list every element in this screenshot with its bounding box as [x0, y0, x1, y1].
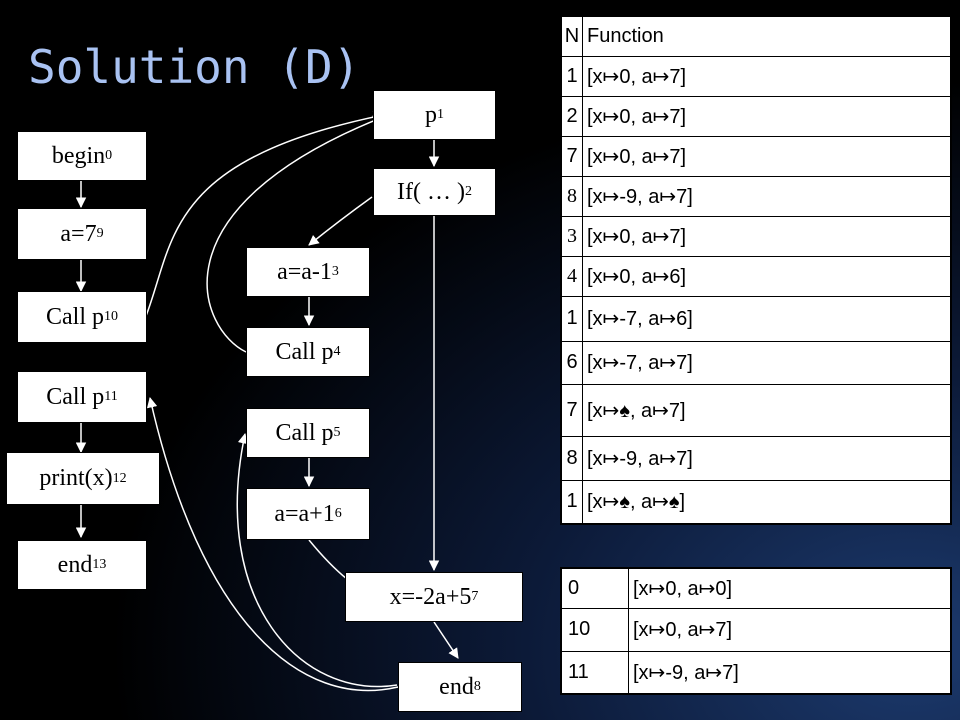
table-row: 2 [x↦0, a↦7] [560, 95, 952, 137]
row-function: [x↦0, a↦7] [628, 607, 952, 652]
table-row: 6 [x↦-7, a↦7] [560, 340, 952, 385]
table-header-row: N Function [560, 15, 952, 57]
row-function: [x↦♠, a↦♠] [582, 479, 952, 525]
row-function: [x↦0, a↦6] [582, 255, 952, 297]
row-n: 3 [560, 215, 583, 257]
node-print: print(x)12 [6, 452, 160, 505]
row-function: [x↦♠, a↦7] [582, 383, 952, 437]
row-n: 0 [560, 567, 629, 609]
row-function: [x↦0, a↦7] [582, 135, 952, 177]
edge-x7-end8 [433, 621, 459, 659]
table-row: 1 [x↦-7, a↦6] [560, 295, 952, 342]
header-n: N [560, 15, 583, 57]
table-row: 8 [x↦-9, a↦7] [560, 175, 952, 217]
row-n: 1 [560, 295, 583, 342]
table-row: 1 [x↦♠, a↦♠] [560, 479, 952, 525]
header-function: Function [582, 15, 952, 57]
edge-end8-callp11 [146, 396, 399, 692]
row-function: [x↦0, a↦7] [582, 215, 952, 257]
edge-callp4-p1 [206, 115, 384, 353]
row-n: 10 [560, 607, 629, 652]
row-n: 7 [560, 135, 583, 177]
node-if-2: If( … )2 [373, 168, 496, 216]
edge-if-aminus [308, 196, 373, 246]
row-n: 2 [560, 95, 583, 137]
table-row: 7 [x↦♠, a↦7] [560, 383, 952, 437]
row-n: 11 [560, 650, 629, 695]
table-row: 3 [x↦0, a↦7] [560, 215, 952, 257]
row-function: [x↦-7, a↦6] [582, 295, 952, 342]
row-n: 1 [560, 479, 583, 525]
row-function: [x↦-7, a↦7] [582, 340, 952, 385]
row-function: [x↦-9, a↦7] [582, 435, 952, 481]
row-n: 7 [560, 383, 583, 437]
row-function: [x↦-9, a↦7] [582, 175, 952, 217]
row-n: 4 [560, 255, 583, 297]
row-n: 1 [560, 55, 583, 97]
row-n: 6 [560, 340, 583, 385]
table-row: 1 [x↦0, a↦7] [560, 55, 952, 97]
table-row: 11 [x↦-9, a↦7] [560, 650, 952, 695]
summary-table: 0 [x↦0, a↦0] 10 [x↦0, a↦7] 11 [x↦-9, a↦7… [560, 567, 952, 695]
row-function: [x↦0, a↦0] [628, 567, 952, 609]
table-row: 8 [x↦-9, a↦7] [560, 435, 952, 481]
edge-end8-callp5 [236, 432, 398, 688]
table-row: 0 [x↦0, a↦0] [560, 567, 952, 609]
slide-title: Solution (D) [28, 40, 361, 94]
table-row: 7 [x↦0, a↦7] [560, 135, 952, 177]
function-table: N Function 1 [x↦0, a↦7] 2 [x↦0, a↦7] 7 [… [560, 15, 952, 525]
row-function: [x↦0, a↦7] [582, 55, 952, 97]
edge-callp10-p1 [145, 111, 385, 317]
row-function: [x↦0, a↦7] [582, 95, 952, 137]
table-row: 10 [x↦0, a↦7] [560, 607, 952, 652]
row-function: [x↦-9, a↦7] [628, 650, 952, 695]
table-row: 4 [x↦0, a↦6] [560, 255, 952, 297]
row-n: 8 [560, 435, 583, 481]
row-n: 8 [560, 175, 583, 217]
